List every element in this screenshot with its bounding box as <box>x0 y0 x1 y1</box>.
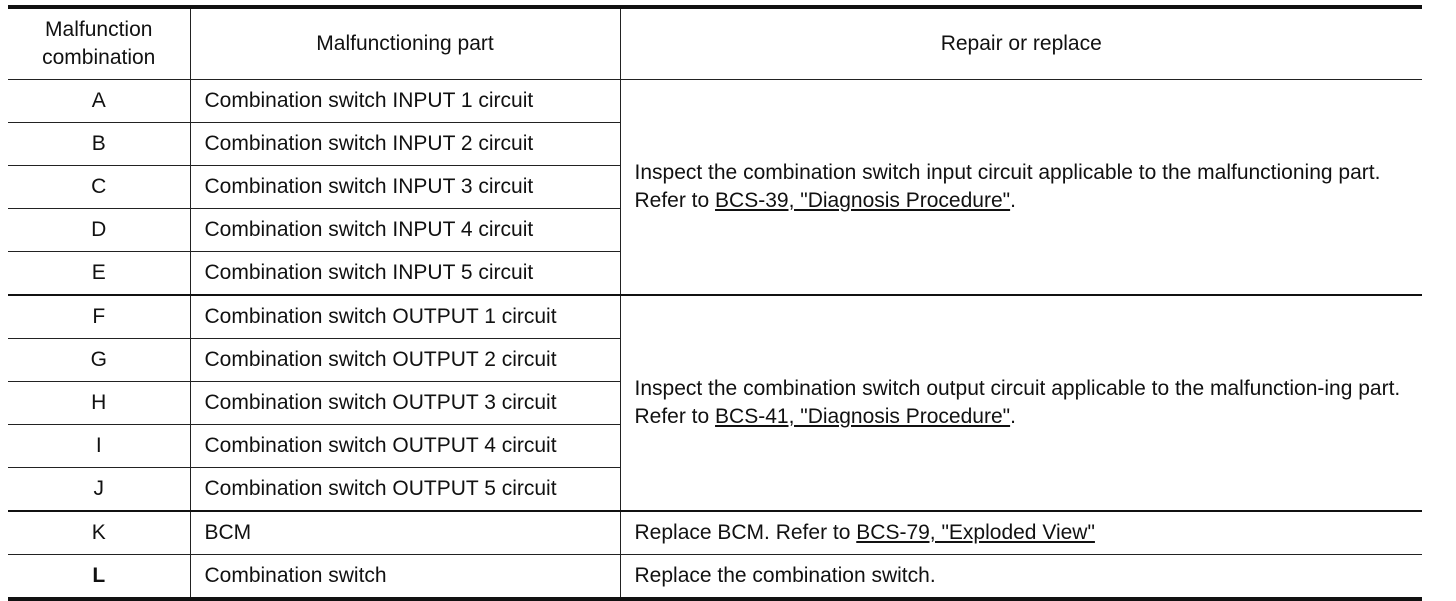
combination-code: H <box>8 381 191 425</box>
repair-input-link[interactable]: BCS-39, "Diagnosis Procedure" <box>715 189 1011 212</box>
malfunctioning-part: Combination switch OUTPUT 5 circuit <box>189 467 620 512</box>
header-combination: Malfunction combination <box>8 5 191 80</box>
combination-code: J <box>8 467 191 512</box>
table-row: B Combination switch INPUT 2 circuit <box>8 122 1422 166</box>
table-row: I Combination switch OUTPUT 4 circuit <box>8 424 1422 468</box>
malfunctioning-part: Combination switch INPUT 2 circuit <box>189 122 620 166</box>
table-row: A Combination switch INPUT 1 circuit Ins… <box>8 79 1422 296</box>
malfunctioning-part: Combination switch INPUT 4 circuit <box>189 208 620 252</box>
table-row: L Combination switch Replace the combina… <box>8 554 1422 601</box>
malfunctioning-part: Combination switch INPUT 5 circuit <box>189 251 620 296</box>
repair-output-cell: Inspect the combination switch output ci… <box>619 294 1422 512</box>
combination-code: C <box>8 165 191 209</box>
malfunctioning-part: Combination switch <box>189 554 621 601</box>
table-row: G Combination switch OUTPUT 2 circuit <box>8 338 1422 382</box>
table-row: F Combination switch OUTPUT 1 circuit In… <box>8 294 1422 512</box>
repair-switch-cell: Replace the combination switch. <box>619 554 1422 601</box>
combination-code: B <box>8 122 191 166</box>
combination-code: A <box>8 79 191 123</box>
table-row: J Combination switch OUTPUT 5 circuit <box>8 467 1422 512</box>
malfunction-table: Malfunction combination Malfunctioning p… <box>8 5 1422 601</box>
header-repair: Repair or replace <box>619 5 1422 80</box>
repair-input-end: . <box>1010 189 1016 212</box>
malfunctioning-part: Combination switch OUTPUT 2 circuit <box>189 338 620 382</box>
malfunctioning-part: Combination switch INPUT 1 circuit <box>189 79 621 123</box>
malfunctioning-part: Combination switch OUTPUT 1 circuit <box>189 294 621 339</box>
combination-code: G <box>8 338 191 382</box>
malfunctioning-part: Combination switch OUTPUT 4 circuit <box>189 424 620 468</box>
repair-bcm-link[interactable]: BCS-79, "Exploded View" <box>856 521 1095 544</box>
table-row: K BCM Replace BCM. Refer to BCS-79, "Exp… <box>8 510 1422 555</box>
malfunctioning-part: Combination switch OUTPUT 3 circuit <box>189 381 620 425</box>
combination-code: E <box>8 251 191 296</box>
repair-output-text: Inspect the combination switch output ci… <box>634 377 1401 428</box>
combination-code: L <box>8 554 191 601</box>
repair-output-end: . <box>1010 405 1016 428</box>
repair-input-text: Inspect the combination switch input cir… <box>634 161 1381 212</box>
table-header-row: Malfunction combination Malfunctioning p… <box>8 5 1422 80</box>
combination-code: F <box>8 294 191 339</box>
combination-code: D <box>8 208 191 252</box>
table-row: H Combination switch OUTPUT 3 circuit <box>8 381 1422 425</box>
repair-bcm-text: Replace BCM. Refer to <box>634 521 857 544</box>
table-row: D Combination switch INPUT 4 circuit <box>8 208 1422 252</box>
repair-output-link[interactable]: BCS-41, "Diagnosis Procedure" <box>715 405 1011 428</box>
header-part: Malfunctioning part <box>189 5 621 80</box>
repair-input-cell: Inspect the combination switch input cir… <box>619 79 1422 296</box>
malfunctioning-part: BCM <box>189 510 621 555</box>
malfunctioning-part: Combination switch INPUT 3 circuit <box>189 165 620 209</box>
combination-code: K <box>8 510 191 555</box>
table-row: C Combination switch INPUT 3 circuit <box>8 165 1422 209</box>
repair-bcm-cell: Replace BCM. Refer to BCS-79, "Exploded … <box>619 510 1422 555</box>
combination-code: I <box>8 424 191 468</box>
table-row: E Combination switch INPUT 5 circuit <box>8 251 1422 296</box>
